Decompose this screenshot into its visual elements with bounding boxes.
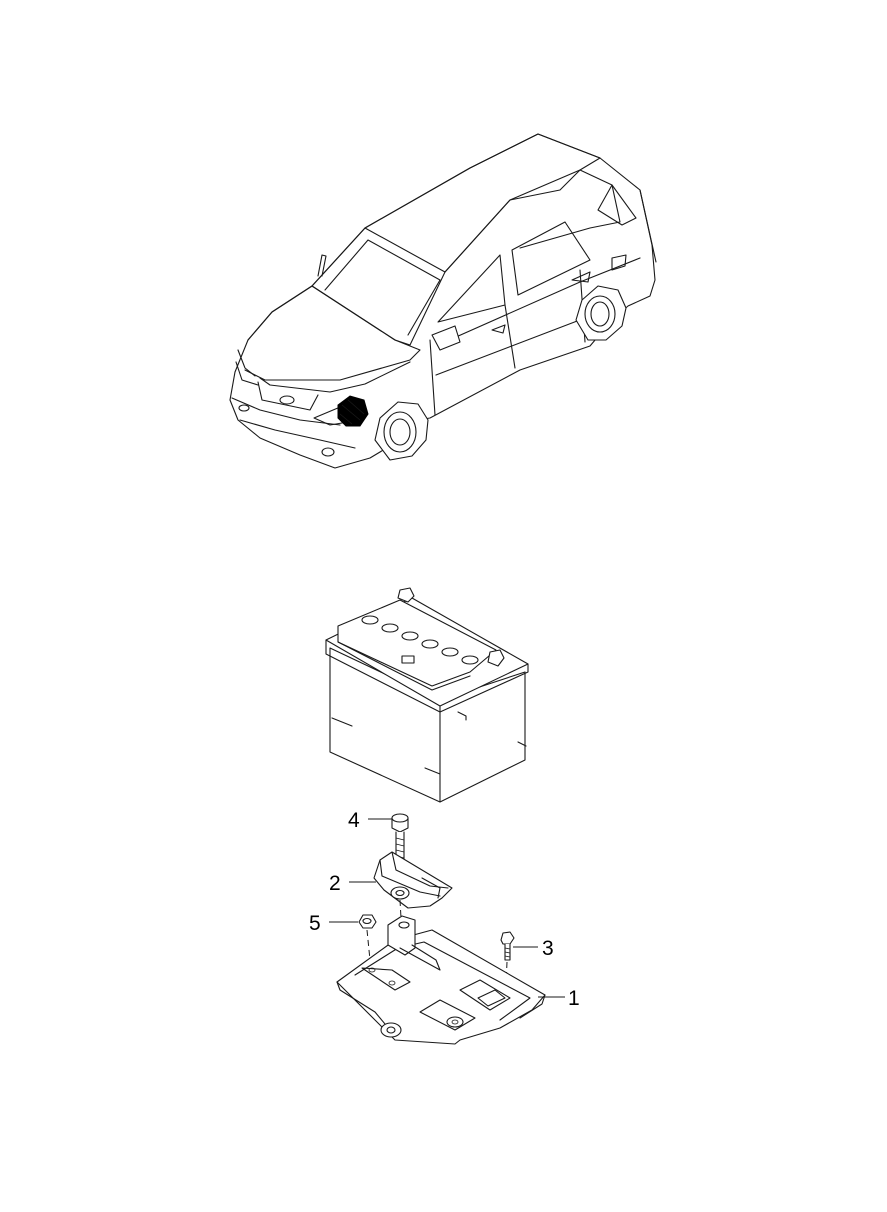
battery-tray-part-1 [336,915,546,1045]
callout-3: 3 [542,937,554,960]
nut-part-5 [358,914,377,961]
vehicle-illustration [229,133,657,469]
callout-5: 5 [309,912,321,935]
bolt-part-4 [391,813,409,895]
battery-illustration [325,587,529,803]
callout-1: 1 [568,987,580,1010]
clamp-bracket-part-2 [373,851,453,937]
callout-4: 4 [348,809,360,832]
callout-2: 2 [329,872,341,895]
